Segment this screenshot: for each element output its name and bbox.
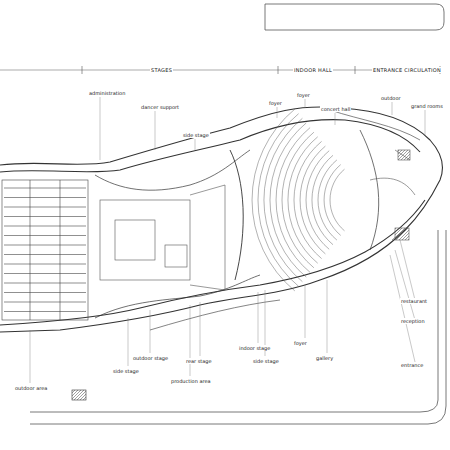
room-label: dancer support — [140, 104, 180, 110]
room-label: restaurant — [400, 298, 428, 304]
seat-row — [4, 283, 86, 284]
room-label: administration — [88, 90, 126, 96]
room-label: outdoor area — [14, 385, 48, 391]
seat-row — [270, 123, 306, 277]
room-label: reception — [400, 318, 426, 324]
room-label: side stage — [182, 132, 210, 138]
room-label: gallery — [315, 355, 334, 361]
seat-row — [264, 118, 302, 281]
seat-row — [4, 216, 86, 217]
seat-row — [4, 302, 86, 303]
seat-row — [324, 165, 341, 236]
room-label: concert hall — [320, 106, 351, 112]
room-label: rear stage — [185, 358, 213, 364]
seat-row — [282, 132, 314, 268]
seat-row — [330, 169, 344, 231]
room-label: foyer — [296, 92, 311, 98]
room-label: foyer — [293, 340, 308, 346]
zone-header: STAGES — [150, 67, 173, 73]
seat-row — [4, 311, 86, 312]
seat-row — [258, 114, 299, 287]
room-label: production area — [170, 378, 212, 384]
room-label: side stage — [112, 368, 140, 374]
seat-row — [4, 254, 86, 255]
zone-header: ENTRANCE CIRCULATION — [372, 67, 442, 73]
seat-row — [4, 235, 86, 236]
seat-row — [4, 245, 86, 246]
seat-row — [4, 273, 86, 274]
room-label: side stage — [252, 358, 280, 364]
room-label: outdoor — [380, 95, 402, 101]
seat-row — [312, 155, 333, 244]
room-label: outdoor stage — [132, 355, 169, 361]
room-label: indoor stage — [238, 345, 271, 351]
zone-header: INDOOR HALL — [293, 67, 333, 73]
seat-row — [306, 151, 329, 250]
seat-row — [252, 109, 295, 291]
room-label: grand rooms — [410, 103, 444, 109]
room-label: entrance — [400, 362, 424, 368]
seat-row — [4, 226, 86, 227]
seat-row — [288, 137, 318, 263]
seat-row — [276, 128, 310, 273]
room-label: foyer — [268, 100, 283, 106]
seat-row — [4, 292, 86, 293]
seat-row — [4, 188, 86, 189]
seat-row — [4, 197, 86, 198]
seat-row — [4, 264, 86, 265]
seat-row — [294, 141, 322, 258]
seat-row — [4, 207, 86, 208]
seat-row — [318, 160, 337, 240]
